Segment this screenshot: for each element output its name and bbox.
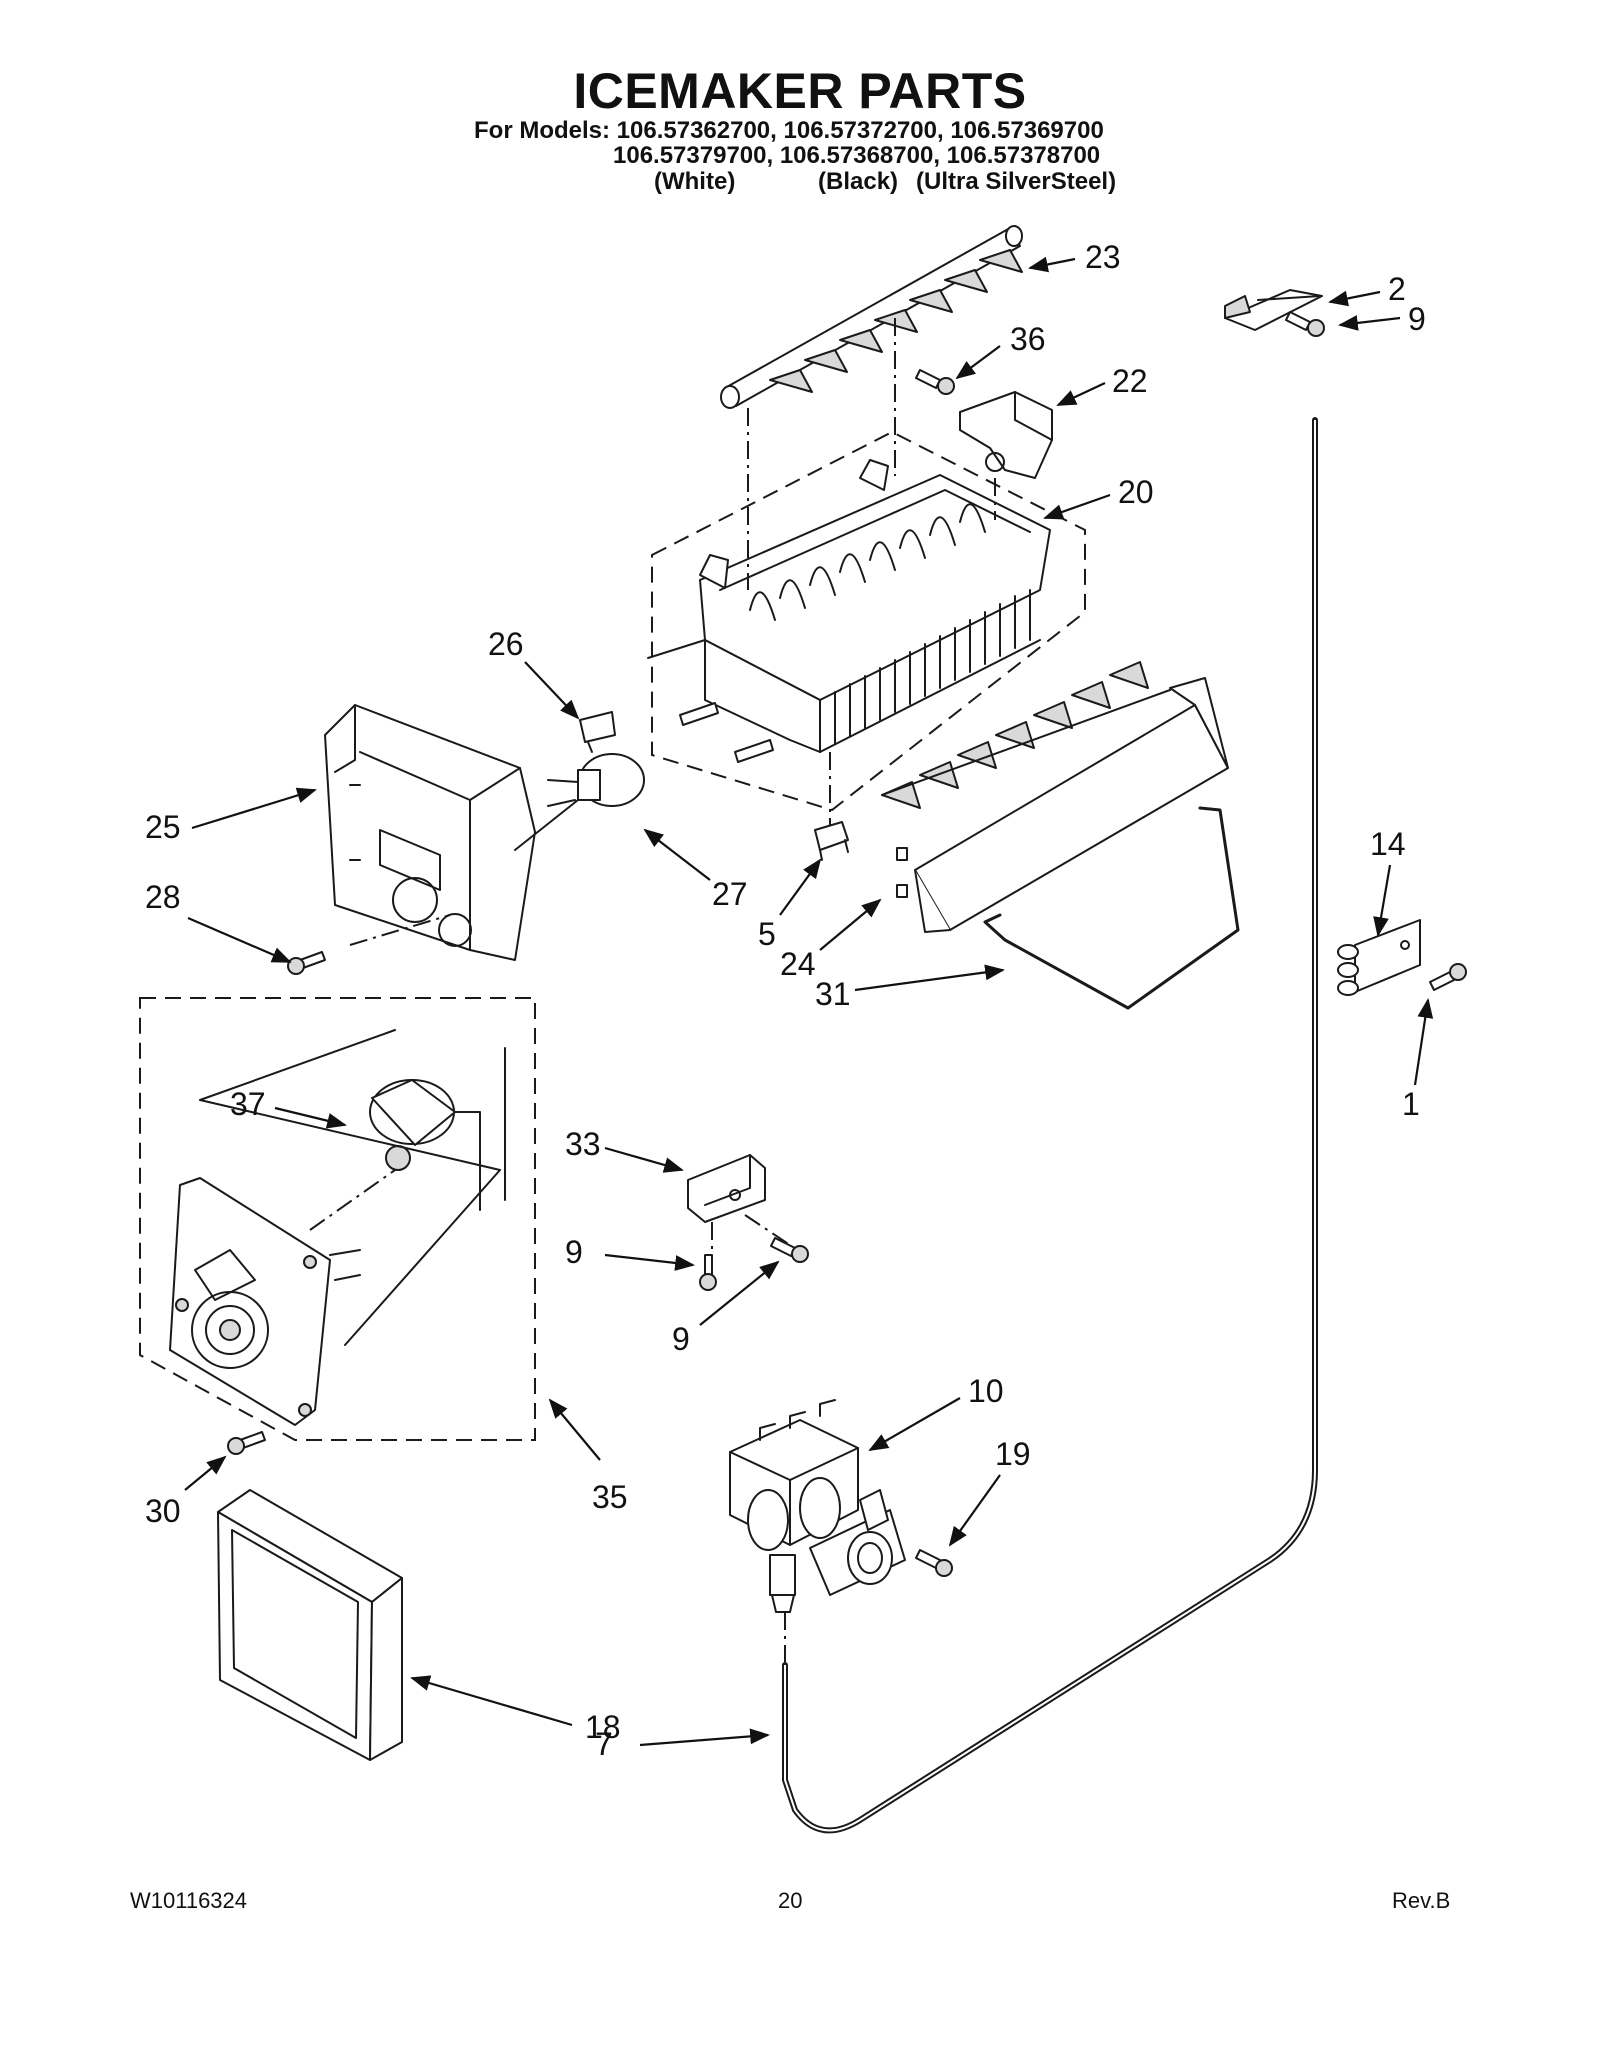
part-35-boundary xyxy=(139,997,536,1441)
callout-18: 18 xyxy=(585,1709,621,1745)
part-24-stripper xyxy=(881,661,1229,933)
part-31-shutoff-arm xyxy=(983,806,1240,1010)
part-25-cover xyxy=(324,704,536,961)
part-20-mold xyxy=(647,459,1051,763)
callout-35: 35 xyxy=(592,1479,628,1515)
screw-19 xyxy=(915,1549,953,1577)
callout-27: 27 xyxy=(712,876,748,912)
callout-19: 19 xyxy=(995,1436,1031,1472)
part-14-clamp xyxy=(1337,919,1421,996)
callout-31: 31 xyxy=(815,976,851,1012)
revision-label: Rev.B xyxy=(1392,1888,1451,1913)
part-23-ejector xyxy=(720,225,1023,409)
callout-28: 28 xyxy=(145,879,181,915)
callout-20: 20 xyxy=(1118,474,1154,510)
part-33-bracket xyxy=(687,1154,766,1223)
callout-25: 25 xyxy=(145,809,181,845)
callout-9-top: 9 xyxy=(1408,301,1426,337)
part-37-motor xyxy=(309,1047,506,1231)
callout-26: 26 xyxy=(488,626,524,662)
guide-lines-33 xyxy=(711,1214,791,1255)
callout-36: 36 xyxy=(1010,321,1046,357)
part-22-housing xyxy=(959,391,1053,479)
models-line-1: For Models: 106.57362700, 106.57372700, … xyxy=(474,117,1104,144)
part-5-clip xyxy=(814,821,849,861)
part-2-bracket xyxy=(1224,289,1323,331)
part-37-leader-lines xyxy=(199,1029,501,1346)
color-white-label: (White) xyxy=(654,168,736,195)
callout-leaders xyxy=(184,256,1434,1747)
screw-9-mid-left xyxy=(699,1254,717,1291)
page-number: 20 xyxy=(778,1888,803,1913)
screw-1 xyxy=(1429,963,1467,991)
part-26-clip xyxy=(579,711,616,753)
callout-33: 33 xyxy=(565,1126,601,1162)
part-10-water-valve xyxy=(729,1399,906,1613)
callout-labels: 23 2 9 36 22 20 26 25 27 28 5 24 31 14 1… xyxy=(145,239,1426,1762)
screw-9-top xyxy=(1285,311,1325,337)
screw-28 xyxy=(287,951,326,975)
callout-5: 5 xyxy=(758,916,776,952)
callout-24: 24 xyxy=(780,946,816,982)
models-line-2: 106.57379700, 106.57368700, 106.57378700 xyxy=(613,142,1101,169)
part-20-boundary xyxy=(651,430,1086,812)
screw-9-mid-right xyxy=(770,1237,809,1263)
part-27-thermostat xyxy=(514,753,645,851)
part-35-motor-assembly xyxy=(169,1177,361,1426)
callout-23: 23 xyxy=(1085,239,1121,275)
part-18-gasket xyxy=(217,1489,403,1761)
callout-30: 30 xyxy=(145,1493,181,1529)
callout-10: 10 xyxy=(968,1373,1004,1409)
callout-9-mid-right: 9 xyxy=(672,1321,690,1357)
screw-36 xyxy=(915,369,955,395)
callout-2: 2 xyxy=(1388,271,1406,307)
callout-37: 37 xyxy=(230,1086,266,1122)
callout-7: 7 xyxy=(595,1726,613,1762)
callout-9-mid-left: 9 xyxy=(565,1234,583,1270)
callout-22: 22 xyxy=(1112,363,1148,399)
color-silver-label: (Ultra SilverSteel) xyxy=(916,168,1117,195)
document-number: W10116324 xyxy=(130,1888,248,1913)
callout-14: 14 xyxy=(1370,826,1406,862)
page-title: ICEMAKER PARTS xyxy=(573,63,1027,119)
callout-1: 1 xyxy=(1402,1086,1420,1122)
color-black-label: (Black) xyxy=(818,168,899,195)
screw-30 xyxy=(227,1431,266,1455)
